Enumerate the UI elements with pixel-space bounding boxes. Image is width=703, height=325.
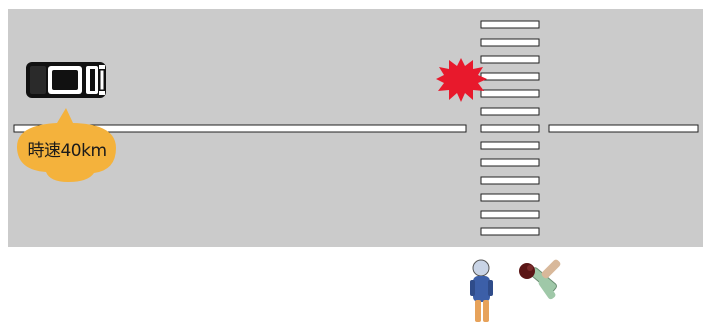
crosswalk-stripe <box>480 124 540 133</box>
speed-label: 時速40km <box>27 141 107 161</box>
crosswalk-stripe <box>480 193 540 202</box>
center-line-left <box>13 124 467 133</box>
crosswalk-stripe <box>480 20 540 29</box>
crosswalk-stripe <box>480 107 540 116</box>
crosswalk-stripe <box>480 72 540 81</box>
crosswalk-stripe <box>480 210 540 219</box>
crosswalk-stripe <box>480 176 540 185</box>
crosswalk-stripe <box>480 141 540 150</box>
cyclist-icon <box>519 259 561 300</box>
crosswalk <box>480 20 540 236</box>
pedestrian-icon <box>470 259 493 322</box>
crosswalk-stripe <box>480 227 540 236</box>
car-icon <box>26 62 106 98</box>
crosswalk-stripe <box>480 55 540 64</box>
crosswalk-stripe <box>480 38 540 47</box>
collision-burst-icon <box>436 58 487 102</box>
crosswalk-stripe <box>480 89 540 98</box>
speech-bubble <box>16 108 117 182</box>
crosswalk-stripe <box>480 158 540 167</box>
center-line-right <box>548 124 699 133</box>
